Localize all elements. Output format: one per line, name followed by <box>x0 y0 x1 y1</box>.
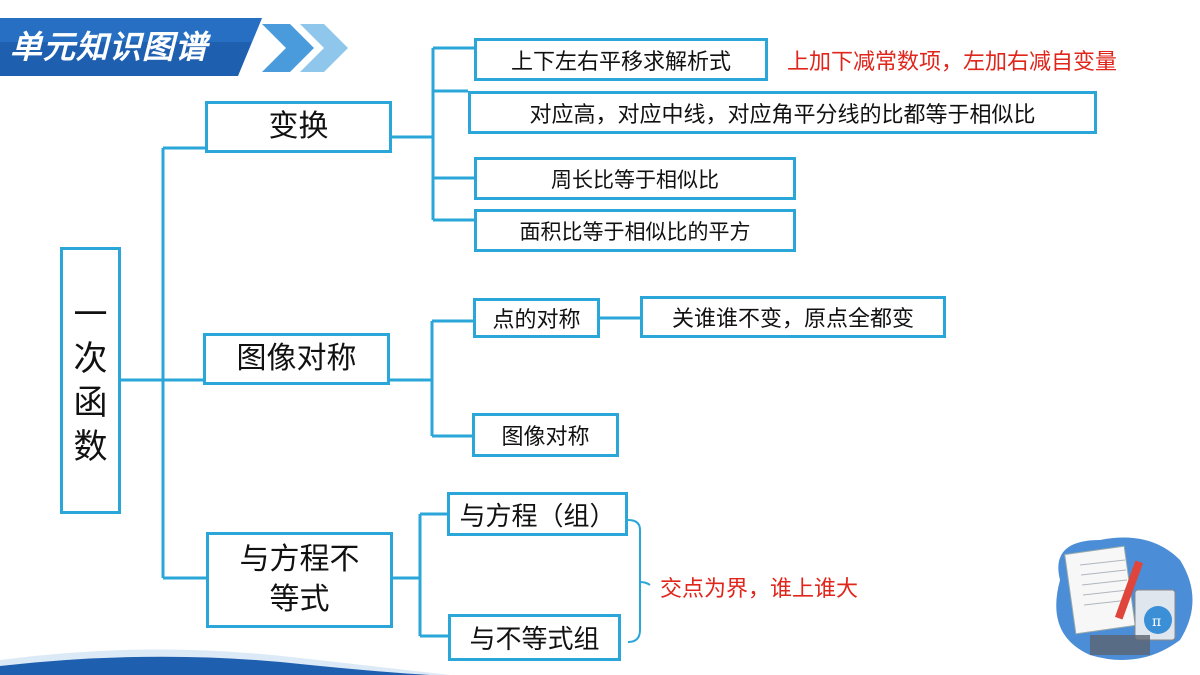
page-title: 单元知识图谱 <box>10 28 209 66</box>
transform-item: 面积比等于相似比的平方 <box>474 209 796 252</box>
branch-symmetry: 图像对称 <box>203 333 390 385</box>
math-illustration-icon: π <box>1056 537 1193 660</box>
transform-note: 上加下减常数项，左加右减自变量 <box>787 50 1118 75</box>
symmetry-item: 图像对称 <box>472 413 619 457</box>
equations-note: 交点为界，谁上谁大 <box>660 577 859 602</box>
branch-equations-line1: 与方程不 <box>239 542 360 577</box>
header-banner <box>0 18 348 76</box>
transform-item: 对应高，对应中线，对应角平分线的比都等于相似比 <box>468 91 1097 134</box>
root-char: 数 <box>73 426 108 467</box>
banner-shape <box>0 18 348 76</box>
root-char: 次 <box>73 338 108 379</box>
chevron-icon <box>300 24 348 72</box>
root-char: 一 <box>73 294 108 335</box>
branch-transform: 变换 <box>205 101 392 153</box>
chevron-icon <box>262 24 314 72</box>
branch-equations: 与方程不 等式 <box>206 532 393 628</box>
transform-item: 周长比等于相似比 <box>474 157 796 200</box>
symmetry-rule: 关谁谁不变，原点全都变 <box>640 296 946 338</box>
equations-item: 与不等式组 <box>448 614 621 661</box>
branch-equations-line2: 等式 <box>269 582 330 617</box>
bottom-wave <box>0 649 450 675</box>
equations-item: 与方程（组） <box>447 492 628 536</box>
svg-text:π: π <box>1152 614 1161 630</box>
root-char: 函 <box>73 382 108 423</box>
root-node: 一 次 函 数 <box>60 247 121 514</box>
transform-item: 上下左右平移求解析式 <box>474 38 768 81</box>
symmetry-item: 点的对称 <box>473 298 600 338</box>
